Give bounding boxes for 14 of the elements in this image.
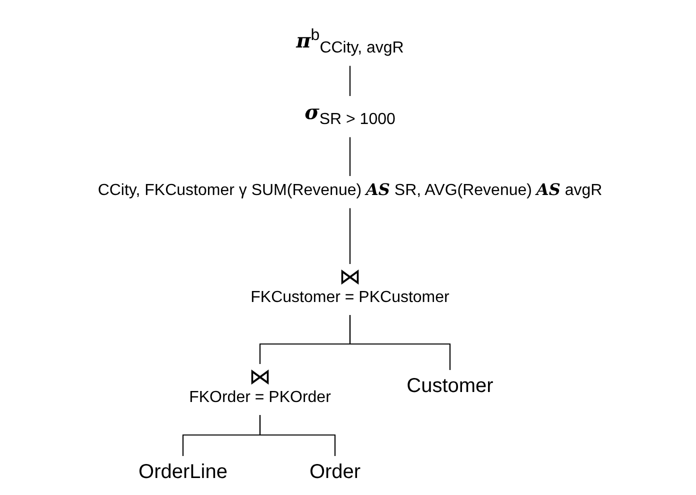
- tree-edge: [349, 208, 351, 264]
- join-symbol: ⋈: [339, 268, 361, 288]
- relation-label: OrderLine: [138, 460, 228, 484]
- tree-edge: [349, 314, 451, 370]
- join-operator: FKOrder = PKOrder: [189, 388, 331, 407]
- relation-label: Customer: [406, 374, 494, 398]
- tree-edge: [349, 137, 351, 176]
- join-symbol: ⋈: [249, 368, 271, 388]
- operator-label: σ$_{SR > 1000}$: [304, 100, 396, 130]
- operator-label: CCity, FKCustomer γ SUM(Revenue) AS SR, AVG(Revenue) AS avgR: [98, 180, 602, 200]
- relation-label: Order: [309, 460, 361, 484]
- tree-edge: [349, 66, 351, 96]
- tree-edge: [259, 414, 336, 456]
- join-operator: FKCustomer = PKCustomer: [250, 288, 450, 307]
